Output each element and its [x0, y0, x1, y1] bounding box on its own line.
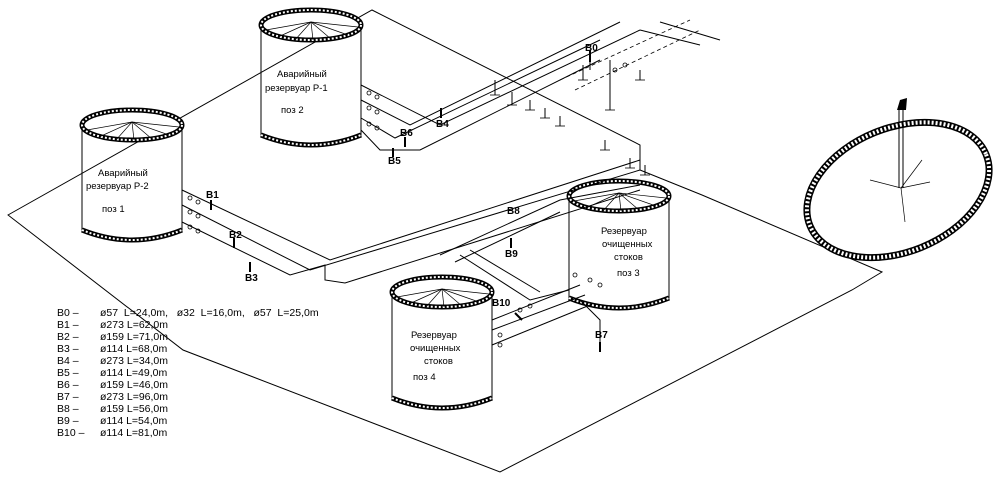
- tank-pos2-pos: поз 2: [281, 105, 304, 116]
- ground-symbols: [490, 79, 650, 176]
- legend-spec-b3: ø114 L=68,0m: [100, 343, 167, 355]
- legend-code-b10: B10 –: [57, 427, 85, 439]
- pipe-tag-b6: B6: [400, 128, 413, 139]
- legend-code-b2: B2 –: [57, 331, 79, 343]
- legend-spec-b6: ø159 L=46,0m: [100, 379, 168, 391]
- legend-code-b5: B5 –: [57, 367, 79, 379]
- legend-code-b9: B9 –: [57, 415, 79, 427]
- tank-pos1: [79, 107, 185, 243]
- tank-pos2: [258, 7, 364, 148]
- pipe-tag-b1: B1: [206, 190, 219, 201]
- legend-spec-b2: ø159 L=71,0m: [100, 331, 168, 343]
- legend-spec-b5: ø114 L=49,0m: [100, 367, 167, 379]
- tank-pos1-name-2: резервуар Р-2: [86, 181, 149, 192]
- legend-spec-b1: ø273 L=62,0m: [100, 319, 168, 331]
- valves: [187, 62, 628, 348]
- tank-pos4-name-1: Резервуар: [411, 330, 457, 341]
- tank-pos3-pos: поз 3: [617, 268, 640, 279]
- tag-markers: [210, 50, 601, 352]
- tank-pos2-name-2: резервуар Р-1: [265, 83, 328, 94]
- legend-code-b8: B8 –: [57, 403, 79, 415]
- legend-code-b4: B4 –: [57, 355, 79, 367]
- tank-pos3-name-2: очищенных: [602, 239, 653, 250]
- legend-spec-b10: ø114 L=81,0m: [100, 427, 167, 439]
- legend-code-b7: B7 –: [57, 391, 79, 403]
- pipe-tag-b3: B3: [245, 273, 258, 284]
- tank-pos3-name-3: стоков: [614, 252, 643, 263]
- pipe-legend: B0 – ø57 L=24,0m, ø32 L=16,0m, ø57 L=25,…: [57, 307, 319, 439]
- round-basin: [803, 98, 993, 262]
- legend-spec-b4: ø273 L=34,0m: [100, 355, 168, 367]
- legend-code-b6: B6 –: [57, 379, 79, 391]
- legend-code-b1: B1 –: [57, 319, 79, 331]
- tank-pos1-pos: поз 1: [102, 204, 125, 215]
- pipe-tag-b7: B7: [595, 330, 608, 341]
- legend-spec-b7: ø273 L=96,0m: [100, 391, 168, 403]
- legend-spec-b9: ø114 L=54,0m: [100, 415, 167, 427]
- pipe-tag-b8: B8: [507, 206, 520, 217]
- pipe-tag-b4: B4: [436, 119, 449, 130]
- tank-pos4-pos: поз 4: [413, 372, 436, 383]
- legend-spec-b8: ø159 L=56,0m: [100, 403, 168, 415]
- pipe-tag-b2: B2: [229, 230, 242, 241]
- legend-code-b3: B3 –: [57, 343, 79, 355]
- tank-pos2-name-1: Аварийный: [277, 69, 327, 80]
- legend-spec-b0: ø57 L=24,0m, ø32 L=16,0m, ø57 L=25,0m: [100, 307, 319, 319]
- tank-pos4: [389, 274, 495, 411]
- pipe-tag-b10: B10: [492, 298, 511, 309]
- tank-pos3-name-1: Резервуар: [601, 226, 647, 237]
- tank-pos1-name-1: Аварийный: [98, 168, 148, 179]
- tank-pos4-name-3: стоков: [424, 356, 453, 367]
- pipe-tag-b5: B5: [388, 156, 401, 167]
- legend-code-b0: B0 –: [57, 307, 79, 319]
- pipe-tag-b9: B9: [505, 249, 518, 260]
- pipe-tag-b0: B0: [585, 43, 598, 54]
- tank-pos4-name-2: очищенных: [410, 343, 461, 354]
